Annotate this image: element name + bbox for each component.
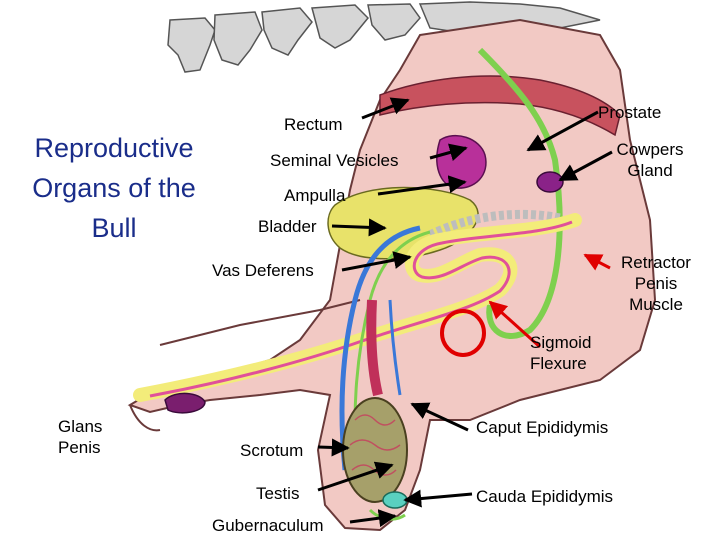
- label-testis: Testis: [256, 484, 300, 503]
- arrow-retractor: [583, 253, 611, 271]
- title-line-3: Bull: [91, 213, 137, 243]
- spermatic-cord: [366, 299, 383, 397]
- label-ampulla: Ampulla: [284, 186, 346, 205]
- arrow-rectum: [361, 97, 410, 120]
- cauda-epididymis: [382, 491, 408, 509]
- label-bladder: Bladder: [258, 217, 317, 236]
- arrow-scrotum: [317, 438, 350, 457]
- label-vas-deferens: Vas Deferens: [212, 261, 314, 280]
- title-line-1: Reproductive: [34, 133, 194, 163]
- sigmoid-marker: [440, 309, 486, 357]
- arrow-prostate: [526, 110, 599, 152]
- arrow-bladder: [331, 218, 387, 237]
- arrow-vas-deferens: [341, 251, 412, 272]
- label-retractor-line-2: Penis: [634, 274, 678, 293]
- label-seminal-vesicles: Seminal Vesicles: [270, 151, 399, 170]
- vas-deferens: [339, 225, 421, 471]
- label-rectum: Rectum: [284, 115, 343, 134]
- urethra-pink: [149, 220, 573, 398]
- label-cowpers-line-2: Gland: [627, 161, 673, 180]
- label-glans-line-1: Glans: [58, 417, 103, 436]
- label-glans-line-2: Penis: [58, 438, 101, 457]
- label-retractor-line-3: Muscle: [629, 295, 683, 314]
- retractor-penis-muscle: [477, 47, 563, 339]
- label-sigmoid-line-2: Flexure: [530, 354, 587, 373]
- leader-arrows: [317, 97, 613, 528]
- label-scrotum: Scrotum: [240, 441, 304, 460]
- diagram-title: Reproductive Organs of the Bull: [4, 128, 224, 248]
- seminal-vesicle: [436, 134, 487, 189]
- arrow-cauda: [403, 489, 473, 508]
- glans-penis: [164, 392, 206, 414]
- cowpers-gland: [536, 171, 564, 193]
- penis-yellow: [133, 213, 582, 402]
- cord-blue: [388, 299, 402, 396]
- label-glans-penis: Glans Penis: [58, 416, 102, 458]
- label-cowpers-gland: Cowpers Gland: [608, 139, 692, 181]
- tissue-body: [127, 18, 657, 532]
- label-prostate: Prostate: [598, 103, 662, 122]
- arrow-caput: [410, 402, 469, 432]
- ampulla: [427, 209, 561, 240]
- title-line-2: Organs of the: [32, 173, 196, 203]
- label-sigmoid-flexure: Sigmoid Flexure: [530, 332, 591, 374]
- testis: [342, 397, 408, 503]
- label-cauda-epididymis: Cauda Epididymis: [476, 487, 614, 506]
- label-sigmoid-line-1: Sigmoid: [530, 333, 592, 352]
- label-retractor-penis-muscle: Retractor Penis Muscle: [608, 252, 704, 315]
- arrow-cowpers: [558, 150, 613, 182]
- label-retractor-line-1: Retractor: [621, 253, 691, 272]
- arrow-ampulla: [377, 175, 467, 196]
- label-gubernaculum: Gubernaculum: [212, 516, 324, 535]
- body-wall: [159, 299, 361, 346]
- arrow-testis: [317, 461, 394, 492]
- label-caput-epididymis: Caput Epididymis: [476, 418, 609, 437]
- arrow-sigmoid: [488, 300, 542, 349]
- red-arrows: [488, 253, 611, 349]
- rectum: [379, 75, 621, 137]
- arrow-gubernaculum: [349, 509, 397, 528]
- label-cowpers-line-1: Cowpers: [616, 140, 684, 159]
- arrow-seminal-vesicles: [429, 143, 468, 162]
- prepuce: [129, 404, 161, 432]
